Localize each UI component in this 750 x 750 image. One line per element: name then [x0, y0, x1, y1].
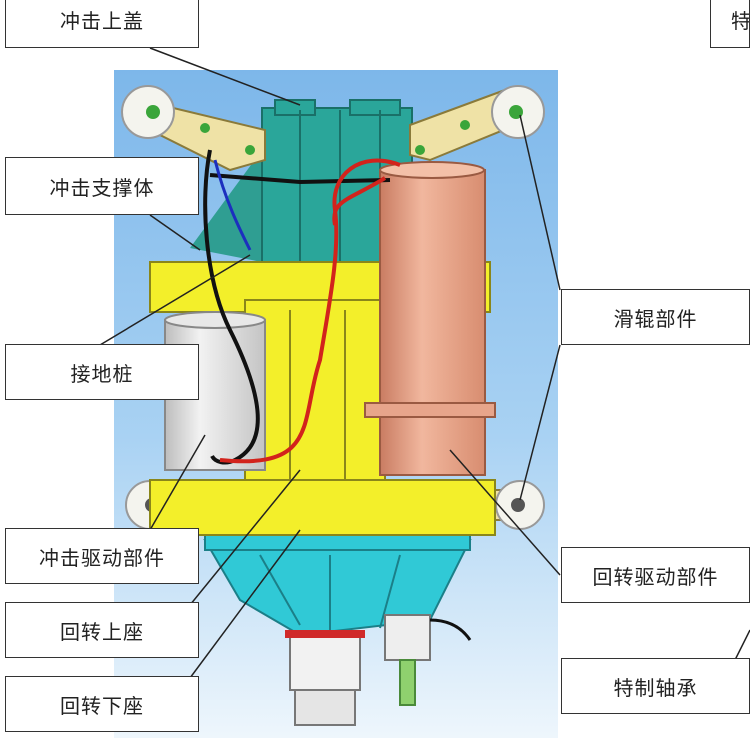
roller-top-right: [491, 85, 545, 139]
label-text: 接地桩: [70, 361, 134, 386]
bolt: [415, 145, 425, 155]
roller-bottom-right: [495, 480, 545, 530]
label-text: 特制轴承: [613, 675, 698, 700]
bolt: [200, 123, 210, 133]
rotary-drive-cylinder: [364, 161, 496, 476]
label-text: 回转下座: [60, 693, 144, 718]
special-bearing-shaft: [285, 614, 431, 726]
label-rotary-lower-seat: 回转下座: [5, 676, 199, 732]
cable-red: [332, 176, 387, 226]
cable-black: [209, 173, 391, 185]
label-text: 回转驱动部件: [592, 564, 719, 589]
cable-black: [429, 618, 472, 641]
label-text: 冲击支撑体: [49, 175, 155, 200]
label-impact-cover: 冲击上盖: [5, 0, 199, 48]
bolt: [245, 145, 255, 155]
roller-top-left: [121, 85, 175, 139]
label-text: 滑辊部件: [613, 306, 698, 331]
cable-red: [219, 158, 401, 464]
label-text: 冲击上盖: [60, 8, 144, 33]
label-text: 回转上座: [60, 619, 144, 644]
label-text: 冲击驱动部件: [39, 545, 165, 570]
label-ground-pile: 接地桩: [5, 344, 199, 400]
label-roller-parts: 滑辊部件: [561, 289, 750, 345]
label-top-right-partial: 特: [710, 0, 750, 48]
label-rotary-upper-seat: 回转上座: [5, 602, 199, 658]
bolt: [460, 120, 470, 130]
label-impact-drive: 冲击驱动部件: [5, 528, 199, 584]
label-impact-support: 冲击支撑体: [5, 157, 199, 215]
leader-lines: [99, 47, 750, 679]
label-rotary-drive: 回转驱动部件: [561, 547, 750, 603]
label-text: 特: [731, 8, 750, 33]
cable-blue: [213, 159, 252, 251]
label-special-bearing: 特制轴承: [561, 658, 750, 714]
